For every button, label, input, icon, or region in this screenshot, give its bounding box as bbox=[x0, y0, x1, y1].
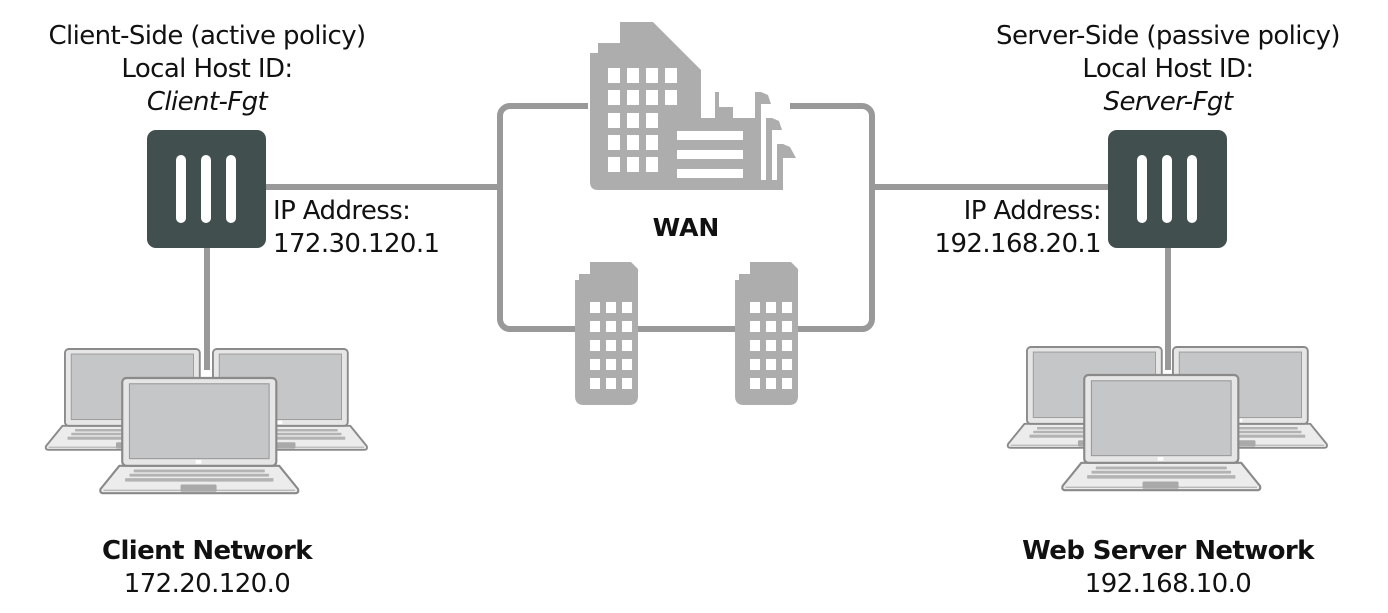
server-host-id-label: Local Host ID: bbox=[1082, 54, 1254, 84]
wan-building-icon bbox=[590, 22, 796, 190]
laptop-icon bbox=[99, 376, 300, 495]
client-network-name: Client Network bbox=[102, 536, 313, 566]
client-host-id-label: Local Host ID: bbox=[121, 54, 293, 84]
laptop-icon bbox=[1061, 373, 1262, 492]
server-side-header: Server-Side (passive policy) Local Host … bbox=[968, 20, 1368, 119]
server-ip-block: IP Address: 192.168.20.1 bbox=[934, 195, 1102, 261]
server-network-address: 192.168.10.0 bbox=[1084, 569, 1252, 599]
server-ip-label: IP Address: bbox=[963, 196, 1102, 226]
client-ip-block: IP Address: 172.30.120.1 bbox=[273, 195, 440, 261]
client-side-title: Client-Side (active policy) bbox=[48, 21, 366, 51]
server-side-title: Server-Side (passive policy) bbox=[996, 21, 1341, 51]
client-side-header: Client-Side (active policy) Local Host I… bbox=[7, 20, 407, 119]
server-ip: 192.168.20.1 bbox=[934, 229, 1102, 259]
client-ip-label: IP Address: bbox=[273, 196, 411, 226]
server-network-name: Web Server Network bbox=[1022, 536, 1314, 566]
server-host-id: Server-Fgt bbox=[1103, 87, 1233, 117]
client-host-id: Client-Fgt bbox=[146, 87, 268, 117]
client-ip: 172.30.120.1 bbox=[273, 229, 440, 259]
client-network-block: Client Network 172.20.120.0 bbox=[7, 535, 407, 601]
server-network-block: Web Server Network 192.168.10.0 bbox=[968, 535, 1368, 601]
client-laptops bbox=[44, 348, 368, 495]
server-firewall-icon[interactable] bbox=[1108, 130, 1227, 248]
wan-label: WAN bbox=[652, 213, 720, 242]
wan-building-icon-left bbox=[575, 262, 638, 405]
client-network-address: 172.20.120.0 bbox=[123, 569, 291, 599]
client-firewall-icon[interactable] bbox=[147, 130, 266, 248]
wan-building-icon-right bbox=[735, 262, 798, 405]
